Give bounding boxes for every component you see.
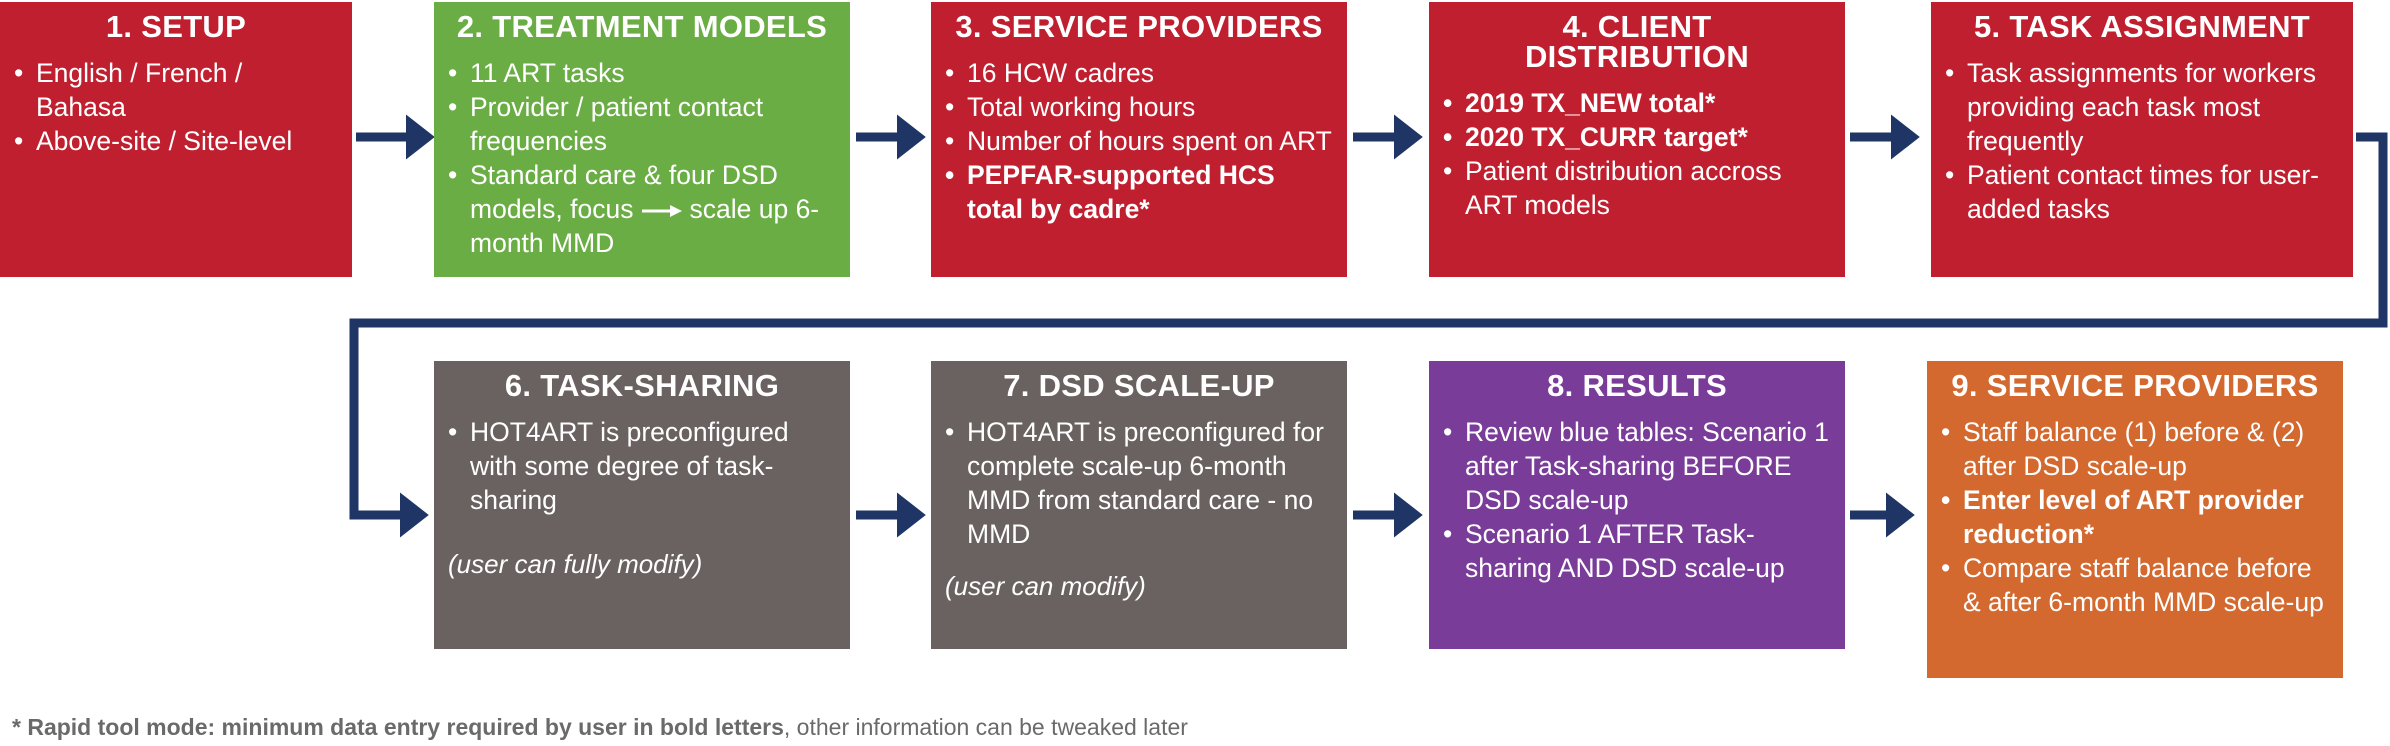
step-items: Staff balance (1) before & (2) after DSD… [1941,415,2329,619]
step-title: 5. TASK ASSIGNMENT [1973,9,2311,44]
step-items: Review blue tables: Scenario 1 after Tas… [1443,415,1831,585]
step-items: HOT4ART is preconfigured for complete sc… [945,415,1333,551]
step-3-service-providers: 3. SERVICE PROVIDERS 16 HCW cadres Total… [931,2,1347,277]
step-item: Task assignments for workers providing e… [1945,56,2339,158]
step-item: Compare staff balance before & after 6-m… [1941,551,2329,619]
step-2-treatment-models: 2. TREATMENT MODELS 11 ART tasks Provide… [434,2,850,277]
step-item: Total working hours [945,90,1333,124]
step-item: Patient distribution accross ART models [1443,154,1831,222]
step-title: 1. SETUP [105,9,247,44]
step-note: (user can modify) [945,571,1146,601]
step-item-focus: Standard care & four DSD models, focussc… [448,158,836,260]
step-item-required: 2019 TX_NEW total* [1443,86,1831,120]
step-item: HOT4ART is preconfigured with some degre… [448,415,836,517]
footnote: * Rapid tool mode: minimum data entry re… [12,714,1188,741]
step-title: 8. RESULTS [1547,368,1727,403]
step-item-required: 2020 TX_CURR target* [1443,120,1831,154]
step-4-client-distribution: 4. CLIENT DISTRIBUTION 2019 TX_NEW total… [1429,2,1845,277]
step-title: 7. DSD SCALE-UP [1003,368,1275,403]
step-item: Review blue tables: Scenario 1 after Tas… [1443,415,1831,517]
step-9-service-providers: 9. SERVICE PROVIDERS Staff balance (1) b… [1927,361,2343,678]
step-item: English / French / Bahasa [14,56,338,124]
step-item: 16 HCW cadres [945,56,1333,90]
step-8-results: 8. RESULTS Review blue tables: Scenario … [1429,361,1845,649]
step-item: Above-site / Site-level [14,124,338,158]
step-title: 4. CLIENT DISTRIBUTION [1524,9,1750,74]
step-1-setup: 1. SETUP English / French / Bahasa Above… [0,2,352,277]
item-text-before: Standard care & four DSD models, focus [470,160,778,224]
step-item: Staff balance (1) before & (2) after DSD… [1941,415,2329,483]
step-item: HOT4ART is preconfigured for complete sc… [945,415,1333,551]
step-items: 11 ART tasks Provider / patient contact … [448,56,836,260]
item-text-after: scale up 6-month MMD [470,194,820,258]
step-item-required: PEPFAR-supported HCS total by cadre* [945,158,1333,226]
step-items: Task assignments for workers providing e… [1945,56,2339,226]
step-title: 9. SERVICE PROVIDERS [1951,368,2319,403]
right-arrow-icon [641,205,682,217]
footnote-bold: Rapid tool mode: minimum data entry requ… [27,714,784,740]
step-item: Provider / patient contact frequencies [448,90,836,158]
step-items: English / French / Bahasa Above-site / S… [14,56,338,158]
step-title: 2. TREATMENT MODELS [456,9,828,44]
step-item: 11 ART tasks [448,56,836,90]
step-item: Scenario 1 AFTER Task-sharing AND DSD sc… [1443,517,1831,585]
arrow-5-6-wrap [349,132,2388,538]
step-item: Patient contact times for user-added tas… [1945,158,2339,226]
step-items: 16 HCW cadres Total working hours Number… [945,56,1333,226]
step-5-task-assignment: 5. TASK ASSIGNMENT Task assignments for … [1931,2,2353,277]
footnote-rest: , other information can be tweaked later [783,714,1188,740]
footnote-star: * [12,714,28,740]
step-title: 3. SERVICE PROVIDERS [955,9,1323,44]
step-item-required: Enter level of ART provider reduction* [1941,483,2329,551]
step-7-dsd-scale-up: 7. DSD SCALE-UP HOT4ART is preconfigured… [931,361,1347,649]
step-items: 2019 TX_NEW total* 2020 TX_CURR target* … [1443,86,1831,222]
step-6-task-sharing: 6. TASK-SHARING HOT4ART is preconfigured… [434,361,850,649]
step-note: (user can fully modify) [448,549,703,579]
step-items: HOT4ART is preconfigured with some degre… [448,415,836,517]
step-item: Number of hours spent on ART [945,124,1333,158]
step-title: 6. TASK-SHARING [504,368,780,403]
